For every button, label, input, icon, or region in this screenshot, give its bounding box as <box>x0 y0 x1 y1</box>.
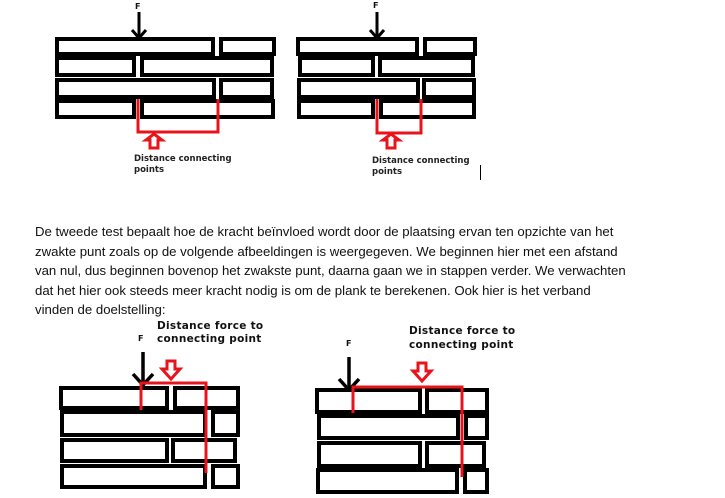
plank <box>171 438 237 463</box>
caption-line: Distance force to <box>157 320 263 332</box>
paragraph-line: van nul, dus beginnen bovenop het zwakst… <box>35 263 626 279</box>
distance-bracket <box>136 99 220 134</box>
force-arrow-icon <box>131 352 155 388</box>
caption-line: connecting point <box>409 339 514 351</box>
hollow-up-arrow-icon <box>141 132 167 150</box>
paragraph-line: De tweede test bepaalt hoe de kracht beï… <box>35 224 614 239</box>
distance-bracket <box>139 381 208 473</box>
plank <box>55 56 136 77</box>
plank <box>297 99 375 119</box>
plank <box>140 56 274 77</box>
force-arrow-icon <box>130 12 148 41</box>
force-label: F <box>138 334 143 343</box>
paragraph-line: zwakte punt zoals op de volgende afbeeld… <box>35 243 618 259</box>
plank <box>297 78 420 99</box>
distance-bracket <box>375 99 423 135</box>
caption-line: Distance connecting <box>372 156 470 166</box>
plank <box>296 37 419 56</box>
hollow-up-arrow-icon <box>378 132 404 150</box>
plank <box>423 37 477 56</box>
force-label: F <box>373 1 378 10</box>
plank <box>140 99 275 119</box>
plank <box>425 388 489 414</box>
figure-connecting-points-2: F Distance connecting points <box>296 1 477 177</box>
caption-line: connecting point <box>157 333 262 345</box>
plank <box>317 441 422 468</box>
caption-line: points <box>134 165 164 175</box>
plank <box>60 438 169 463</box>
force-label: F <box>135 2 140 11</box>
plank <box>219 78 274 99</box>
force-arrow-icon <box>337 357 361 393</box>
paragraph-line: vinden de doelstelling: <box>35 302 166 318</box>
plank <box>315 388 422 414</box>
plank <box>60 410 207 437</box>
force-arrow-icon <box>368 12 386 41</box>
body-paragraph: De tweede test bepaalt hoe de kracht beï… <box>35 222 715 320</box>
distance-bracket <box>351 385 464 477</box>
plank <box>211 464 240 489</box>
caption-line: Distance connecting <box>134 154 232 164</box>
figure-distance-force-1: Distance force to connecting point F <box>59 320 263 489</box>
plank <box>316 468 459 494</box>
figure-connecting-points-1: F Distance connecting points <box>55 2 276 175</box>
plank <box>298 56 375 77</box>
plank <box>425 441 486 468</box>
plank <box>422 78 476 99</box>
text-cursor <box>480 165 481 180</box>
hollow-down-arrow-icon <box>409 361 435 384</box>
plank <box>55 78 216 99</box>
caption-line: Distance force to <box>409 325 515 337</box>
plank <box>211 410 240 437</box>
plank <box>55 37 215 56</box>
plank <box>55 99 136 119</box>
plank <box>463 468 489 494</box>
plank <box>317 414 460 440</box>
plank <box>219 37 276 56</box>
plank <box>379 99 476 119</box>
plank <box>464 414 489 440</box>
plank <box>60 464 207 489</box>
figure-distance-force-2: Distance force to connecting point F <box>315 325 515 494</box>
paragraph-line: dat het hier ook steeds meer kracht nodi… <box>35 282 591 298</box>
plank <box>378 56 475 77</box>
hollow-down-arrow-icon <box>158 359 184 382</box>
force-label: F <box>346 339 351 348</box>
plank <box>59 386 169 410</box>
caption-line: points <box>372 167 402 177</box>
